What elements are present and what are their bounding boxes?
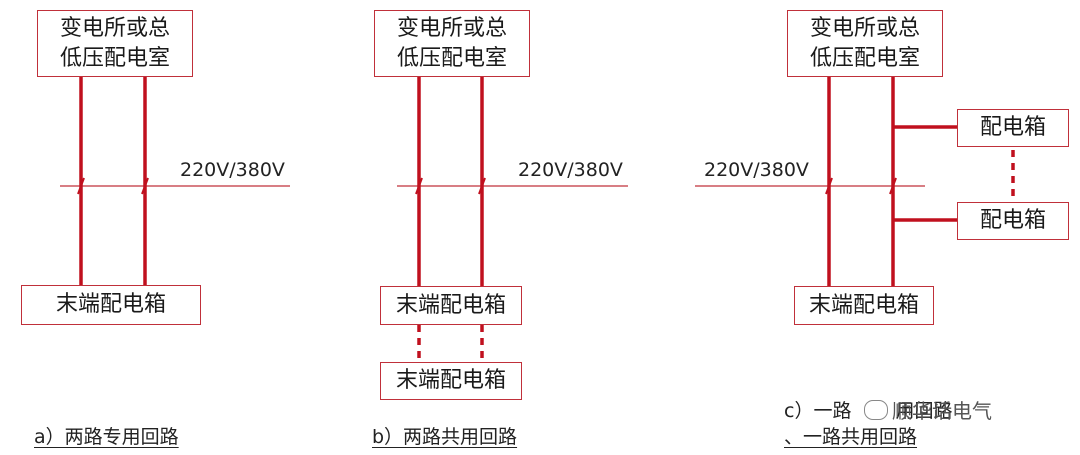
diagram-c-end-box-label: 末端配电箱 (808, 292, 919, 318)
diagram-c-lines (695, 77, 1015, 286)
diagram-a-substation-box: 变电所或总 低压配电室 (37, 10, 193, 77)
diagram-b-substation-line1: 变电所或总 (396, 15, 507, 41)
diagram-c-caption-line1-start: c）一路 (784, 400, 852, 422)
diagram-b-end-box-2-label: 末端配电箱 (395, 368, 506, 393)
diagram-b-end-box-2: 末端配电箱 (380, 362, 522, 400)
diagram-b-voltage-label: 220V/380V (518, 159, 623, 181)
diagram-c-end-box: 末端配电箱 (794, 286, 934, 325)
diagram-b-caption: b）两路共用回路 (372, 426, 518, 448)
diagram-b-lines (397, 77, 628, 362)
watermark: 顺华话电气 (864, 395, 992, 424)
diagram-a-substation-line2: 低压配电室 (59, 45, 170, 71)
chat-bubble-icon (864, 399, 888, 420)
diagram-c-caption-line2: 、一路共用回路 (784, 426, 918, 448)
diagram-c-branch-box-2-label: 配电箱 (979, 208, 1046, 233)
diagram-a-end-box: 末端配电箱 (21, 285, 201, 325)
diagram-c-substation-box: 变电所或总 低压配电室 (787, 10, 943, 77)
diagram-a-voltage-label: 220V/380V (180, 159, 285, 181)
diagram-c-substation-line1: 变电所或总 (809, 15, 920, 41)
diagram-a-switch-mark-2 (141, 177, 149, 195)
diagram-b-end-box-1-label: 末端配电箱 (395, 292, 506, 318)
diagram-c-switch-mark-2 (889, 177, 897, 195)
diagram-a-lines (60, 77, 290, 285)
diagram-c-voltage-label: 220V/380V (704, 159, 809, 181)
diagram-b-substation-line2: 低压配电室 (396, 45, 507, 71)
diagram-b-end-box-1: 末端配电箱 (380, 286, 522, 325)
diagram-c-branch-box-1: 配电箱 (957, 109, 1069, 147)
diagram-c-substation-line2: 低压配电室 (809, 45, 920, 71)
diagram-b-switch-mark-1 (415, 177, 423, 195)
diagram-c-branch-box-1-label: 配电箱 (979, 115, 1046, 140)
diagram-a-substation-line1: 变电所或总 (59, 15, 170, 41)
diagram-c-switch-mark-1 (825, 177, 833, 195)
watermark-text: 顺华话电气 (892, 399, 992, 423)
diagram-b-switch-mark-2 (478, 177, 486, 195)
diagram-a-caption: a）两路专用回路 (34, 426, 179, 448)
diagram-b-substation-box: 变电所或总 低压配电室 (374, 10, 530, 77)
diagram-a-switch-mark-1 (77, 177, 85, 195)
diagram-c-caption-line1: c）一路 用回路 (784, 396, 952, 423)
diagram-a-end-box-label: 末端配电箱 (55, 292, 166, 317)
diagram-c-caption-line1-end: 用回路 (895, 400, 953, 422)
diagram-c-branch-box-2: 配电箱 (957, 202, 1069, 240)
